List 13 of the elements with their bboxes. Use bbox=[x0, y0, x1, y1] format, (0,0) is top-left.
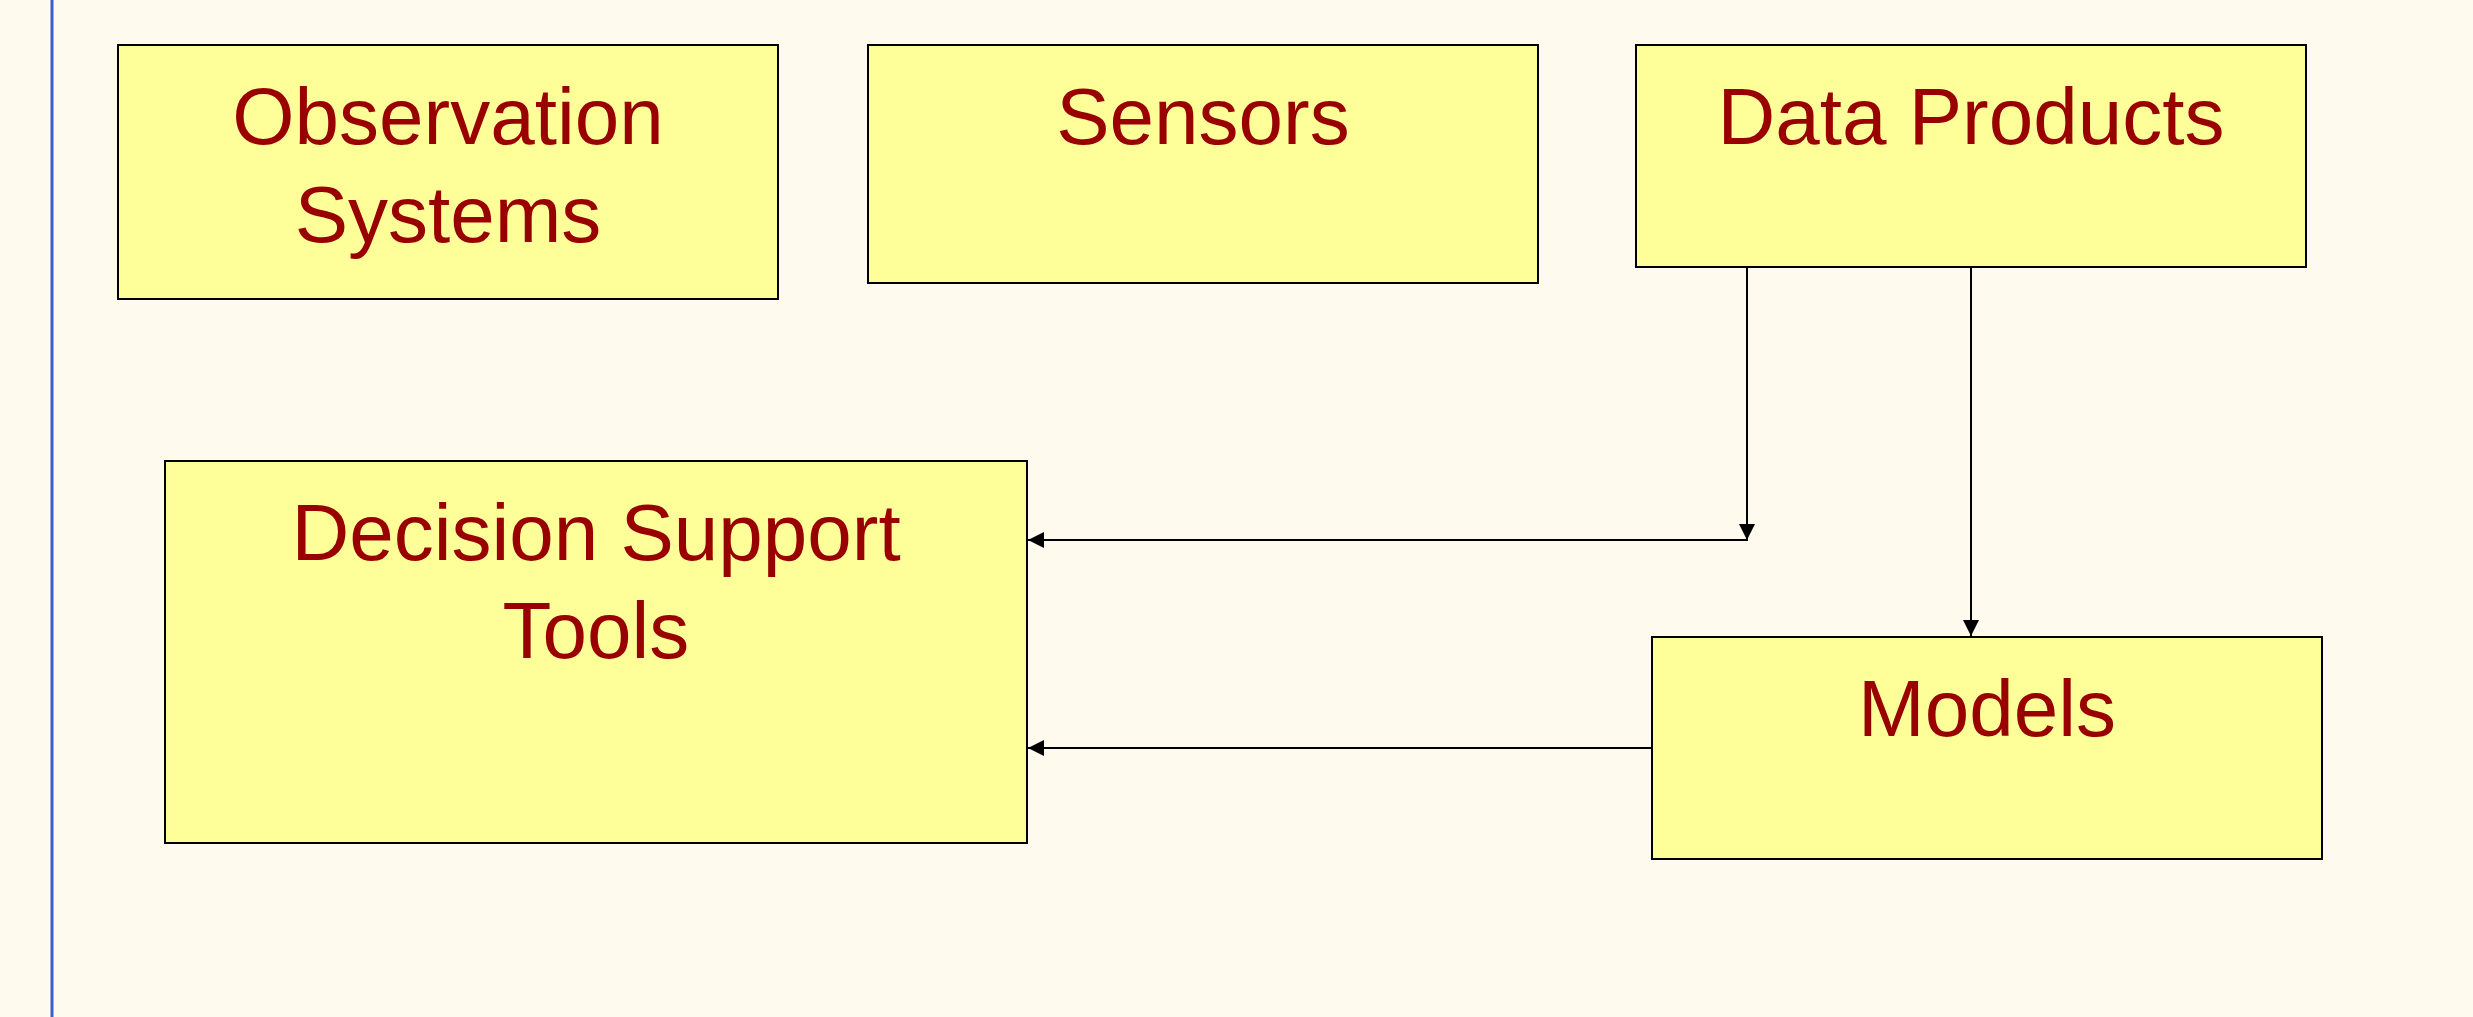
process-box bbox=[1651, 636, 2323, 860]
arrow bbox=[1963, 267, 1979, 637]
arrow bbox=[1027, 267, 1755, 548]
box-label: Data Products bbox=[1717, 71, 2225, 163]
box-label: Sensors bbox=[1056, 71, 1350, 163]
box-label: Decision Support Tools bbox=[290, 487, 902, 677]
process-box bbox=[117, 44, 779, 300]
process-box bbox=[164, 460, 1028, 844]
box-label: Observation Systems bbox=[231, 71, 665, 261]
box-label: Models bbox=[1858, 663, 2116, 755]
process-box bbox=[1635, 44, 2307, 268]
arrow bbox=[1027, 740, 1652, 756]
process-box bbox=[867, 44, 1539, 284]
